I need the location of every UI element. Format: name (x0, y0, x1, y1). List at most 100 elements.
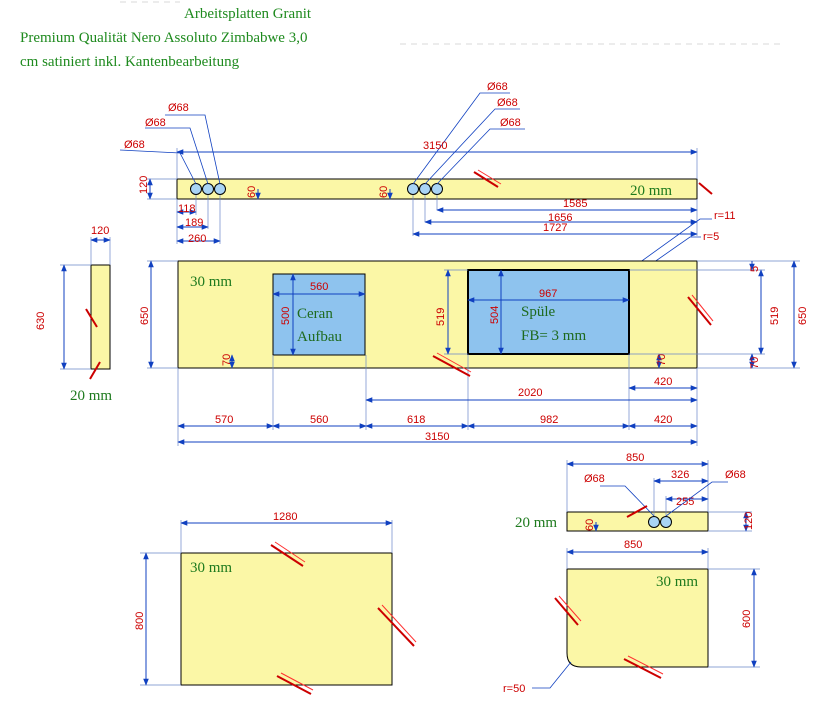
dim-label: 967 (539, 288, 557, 300)
dim-label: 260 (188, 233, 206, 245)
radius-label: r=50 (503, 683, 525, 695)
main-slab-thickness: 30 mm (190, 274, 232, 290)
hole-label: Ø68 (497, 97, 518, 109)
dim-label: 5 (749, 266, 761, 272)
grain-mark (623, 658, 662, 679)
dim-label: 570 (215, 414, 233, 426)
header-line-3: cm satiniert inkl. Kantenbearbeitung (20, 54, 240, 70)
cooktop-label: Ceran (297, 306, 333, 322)
dim-label: 1280 (273, 511, 297, 523)
side-panel-thickness: 20 mm (70, 388, 112, 404)
cooktop-cutout (272, 273, 366, 356)
top-strip: 20 mm Ø68 Ø68 Ø68 Ø68 Ø68 Ø68 3150 120 (119, 81, 713, 245)
dim-label: 120 (91, 225, 109, 237)
hole-label: Ø68 (725, 469, 746, 481)
hole (419, 183, 431, 195)
hole-label: Ø68 (124, 139, 145, 151)
side-panel-rect (90, 264, 111, 370)
slab-lower-left-rect (180, 552, 393, 686)
dim-label: 60 (246, 186, 258, 198)
hole-label: Ø68 (584, 473, 605, 485)
dim-label: 189 (185, 217, 203, 229)
grain-mark (687, 296, 712, 326)
main-slab: 30 mm Ceran Aufbau 560 500 70 Spüle FB= … (139, 260, 809, 446)
dim-label: 70 (749, 357, 761, 369)
dim-label: 70 (656, 354, 668, 366)
hole-label: Ø68 (145, 117, 166, 129)
dim-label: 60 (584, 519, 596, 531)
dim-label: 650 (797, 307, 809, 325)
dim-label: 120 (743, 512, 755, 530)
hole (431, 183, 443, 195)
small-strip: 20 mm 850 326 255 Ø68 Ø68 120 60 (515, 452, 755, 532)
slab-lower-right-thickness: 30 mm (656, 574, 698, 590)
slab-lower-right-rect (566, 568, 709, 668)
dim-label: 850 (624, 539, 642, 551)
leader-line (665, 481, 728, 517)
slab-lower-right: 30 mm 850 600 r=50 (503, 539, 760, 695)
dim-label: 3150 (425, 431, 449, 443)
grain-mark (276, 675, 312, 695)
grain-mark (377, 607, 415, 647)
leader-line (600, 485, 655, 517)
dim-label: 60 (378, 186, 390, 198)
dim-label: 504 (489, 306, 501, 324)
header: Arbeitsplatten Granit Premium Qualität N… (20, 6, 312, 70)
grain-mark (89, 361, 101, 380)
dim-label: 326 (671, 469, 689, 481)
small-strip-thickness: 20 mm (515, 515, 557, 531)
dim-label: 118 (178, 203, 196, 215)
grain-mark (473, 171, 499, 188)
hole-label: Ø68 (500, 117, 521, 129)
dim-label: 982 (540, 414, 558, 426)
leader-line (424, 108, 520, 185)
dim-label: 420 (654, 414, 672, 426)
dim-label: 800 (134, 612, 146, 630)
radius-label: r=5 (703, 231, 719, 243)
radius-label: r=11 (714, 210, 736, 222)
grain-mark (698, 182, 713, 195)
hole-label: Ø68 (487, 81, 508, 93)
sink-label: Spüle (521, 304, 556, 320)
grain-mark (626, 505, 648, 518)
dim-label: 1727 (543, 222, 567, 234)
hole (202, 183, 214, 195)
dim-label: 420 (654, 376, 672, 388)
hole (407, 183, 419, 195)
dim-label: 3150 (423, 140, 447, 152)
grain-mark (432, 355, 471, 377)
dim-label: 519 (435, 308, 447, 326)
grain-mark (270, 544, 304, 567)
top-strip-thickness: 20 mm (630, 183, 672, 199)
leader-line (165, 114, 221, 185)
leader-line (532, 661, 572, 689)
hole (190, 183, 202, 195)
sink-label: FB= 3 mm (521, 328, 586, 344)
dim-label: 850 (626, 452, 644, 464)
dim-label: 560 (310, 414, 328, 426)
hole-label: Ø68 (168, 102, 189, 114)
dim-label: 1585 (563, 198, 587, 210)
dim-label: 519 (769, 307, 781, 325)
cooktop-label: Aufbau (297, 329, 342, 345)
dim-label: 560 (310, 281, 328, 293)
dim-label: 1656 (548, 212, 572, 224)
hole (660, 516, 672, 528)
sink-cutout (467, 269, 630, 355)
header-line-1: Arbeitsplatten Granit (184, 6, 312, 22)
leader-line (145, 127, 209, 185)
hole (648, 516, 660, 528)
side-panel: 120 630 20 mm (35, 225, 112, 404)
dim-label: 70 (221, 354, 233, 366)
grain-mark (554, 597, 579, 626)
grain-mark (85, 308, 98, 328)
dim-label: 650 (139, 307, 151, 325)
leader-line (436, 128, 525, 185)
leader-line (631, 218, 712, 269)
leader-line (639, 236, 701, 273)
dim-label: 630 (35, 312, 47, 330)
dim-label: 120 (138, 176, 150, 194)
dim-label: 600 (741, 610, 753, 628)
dim-label: 2020 (518, 387, 542, 399)
